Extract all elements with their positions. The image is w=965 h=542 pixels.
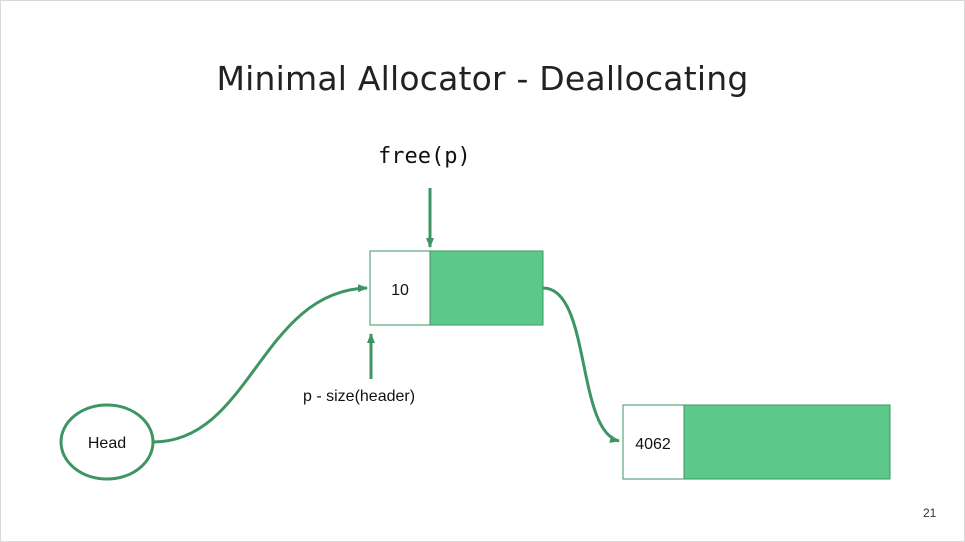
block-1-payload: [429, 250, 544, 326]
head-to-block-1-arrow: [152, 284, 368, 444]
free-call-label: free(p): [378, 144, 471, 169]
block-2-header: [622, 404, 685, 480]
block-1-to-block-2-arrow: [542, 286, 620, 443]
block-2-payload: [683, 404, 891, 480]
head-label: Head: [88, 435, 126, 452]
block-1-header-value: 10: [391, 282, 409, 299]
header-pointer-label: p - size(header): [303, 388, 416, 405]
slide-title: Minimal Allocator - Deallocating: [216, 59, 749, 98]
page-number: 21: [923, 506, 937, 520]
block-2-header-value: 4062: [635, 436, 671, 453]
